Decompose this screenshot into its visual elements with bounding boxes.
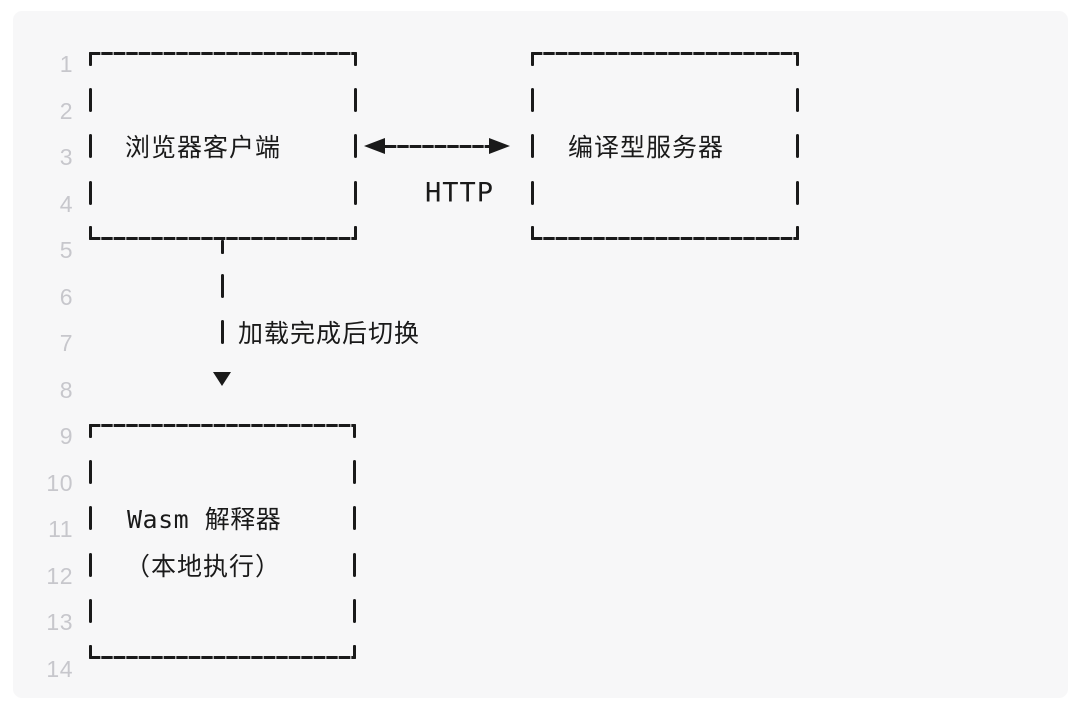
wasm-local-exec-label: （本地执行） <box>125 552 282 581</box>
arrow-right-head-icon <box>489 138 510 154</box>
wasm-box-left-side <box>89 599 92 623</box>
connector-top-tick <box>221 240 224 254</box>
browser-box-top-border <box>89 52 357 55</box>
line-number: 7 <box>59 330 73 356</box>
browser-box-right-side <box>354 181 357 205</box>
code-card: 1 2 3 4 5 6 7 8 9 10 11 12 13 14 浏览器客 <box>13 11 1068 698</box>
server-box-left-side <box>531 88 534 112</box>
line-number: 13 <box>46 609 73 635</box>
browser-client-label: 浏览器客户端 <box>125 133 282 162</box>
diagram-canvas: 浏览器客户端 编译型服务器 HTTP <box>13 11 1068 698</box>
connector-segment <box>221 274 224 298</box>
wasm-box-top-right-corner <box>353 424 356 438</box>
wasm-box-top-border <box>89 424 356 427</box>
wasm-box-left-side <box>89 460 92 484</box>
connector-segment <box>221 320 224 344</box>
server-box-top-right-corner <box>796 52 799 66</box>
wasm-box-bottom-left-corner <box>89 645 92 659</box>
line-number: 2 <box>59 97 73 124</box>
browser-box-right-side <box>354 88 357 112</box>
line-number: 5 <box>59 237 73 263</box>
server-box-left-side <box>531 181 534 205</box>
server-box-top-border <box>531 52 799 55</box>
server-box-bottom-right-corner <box>796 226 799 240</box>
line-number: 3 <box>59 144 73 170</box>
wasm-box-left-side <box>89 553 92 577</box>
browser-box-bottom-border <box>89 237 357 240</box>
line-number: 1 <box>59 51 73 77</box>
line-number: 12 <box>46 562 73 589</box>
line-number: 8 <box>59 376 73 403</box>
browser-box-bottom-right-corner <box>354 226 357 240</box>
line-number: 14 <box>46 655 73 682</box>
line-number: 9 <box>59 423 73 449</box>
wasm-interpreter-label: Wasm 解释器 <box>127 505 282 534</box>
wasm-box-top-left-corner <box>89 424 92 438</box>
line-number: 6 <box>59 283 73 310</box>
browser-box-top-left-corner <box>89 52 92 66</box>
wasm-box-right-side <box>353 460 356 484</box>
down-arrow-icon <box>213 372 231 386</box>
wasm-box-bottom-right-corner <box>353 645 356 659</box>
server-box-right-side <box>796 134 799 158</box>
line-number: 10 <box>46 469 73 496</box>
wasm-box-right-side <box>353 599 356 623</box>
compiled-server-label: 编译型服务器 <box>568 133 725 162</box>
wasm-box-left-side <box>89 506 92 530</box>
wasm-box-right-side <box>353 553 356 577</box>
browser-box-bottom-left-corner <box>89 226 92 240</box>
server-box-right-side <box>796 88 799 112</box>
line-number: 11 <box>48 516 73 542</box>
server-box-left-side <box>531 134 534 158</box>
server-box-top-left-corner <box>531 52 534 66</box>
line-number-gutter: 1 2 3 4 5 6 7 8 9 10 11 12 13 14 <box>31 11 73 698</box>
arrow-shaft <box>385 144 489 148</box>
server-box-bottom-left-corner <box>531 226 534 240</box>
wasm-box-bottom-border <box>89 656 356 659</box>
line-number: 4 <box>59 190 73 217</box>
browser-box-top-right-corner <box>354 52 357 66</box>
switch-label: 加载完成后切换 <box>238 319 421 348</box>
browser-box-left-side <box>89 88 92 112</box>
server-box-right-side <box>796 181 799 205</box>
browser-box-left-side <box>89 134 92 158</box>
double-arrow <box>364 138 510 154</box>
browser-box-left-side <box>89 181 92 205</box>
arrow-left-head-icon <box>364 138 385 154</box>
browser-box-right-side <box>354 134 357 158</box>
wasm-box-right-side <box>353 506 356 530</box>
server-box-bottom-border <box>531 237 799 240</box>
http-label: HTTP <box>425 177 495 209</box>
